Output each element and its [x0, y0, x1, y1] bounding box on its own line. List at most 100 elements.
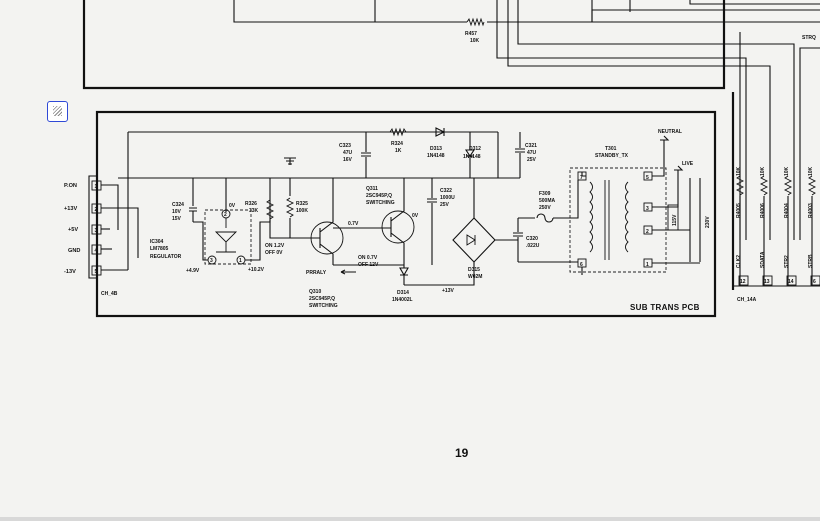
r325-ref: R325 — [296, 201, 308, 207]
c321-v2: 25V — [527, 157, 537, 163]
internal-wiring — [101, 127, 701, 286]
signal-13v: +13V — [64, 206, 77, 212]
q311-0v: 0V — [412, 213, 419, 219]
c323-ref: C323 — [339, 143, 351, 149]
q311-desc: SWITCHING — [366, 200, 395, 206]
signal-5v: +5V — [68, 227, 78, 233]
d315-ref: D315 — [468, 267, 480, 273]
ic-pin-1: 1 — [239, 258, 242, 264]
c323-v2: 16V — [343, 157, 353, 163]
t301-pin-6: 6 — [580, 262, 583, 268]
connector-name: CH_4B — [101, 291, 118, 297]
r4005-value: 10K — [736, 166, 742, 176]
r4006-ref: R4006 — [760, 203, 766, 218]
q310-part: 2SC945P,Q — [309, 296, 335, 302]
d313-part: 1N4148 — [427, 153, 445, 159]
r457-label: R457 — [465, 31, 477, 37]
plus13v-label: +13V — [442, 288, 454, 294]
q310-ref: Q310 — [309, 289, 321, 295]
r326-value: 33K — [249, 208, 259, 214]
pcb-title: SUB TRANS PCB — [630, 303, 700, 312]
r4003-pin: 6 — [813, 279, 816, 285]
d313-ref: D313 — [430, 146, 442, 152]
c324-v1: 10V — [172, 209, 182, 215]
r324-value: 1K — [395, 148, 402, 154]
t301-pin-1: 1 — [646, 262, 649, 268]
r4005-signal: CLK2 — [736, 255, 742, 268]
r4003-value: 10K — [808, 166, 814, 176]
ic-4p9v: +4.9V — [186, 268, 200, 274]
ic304-desc: REGULATOR — [150, 254, 182, 260]
t301-desc: STANDBY_TX — [595, 153, 629, 159]
c321-v1: 47U — [527, 150, 537, 156]
q310-off: OFF 0V — [265, 250, 283, 256]
crop-select-icon[interactable] — [47, 101, 68, 122]
neutral-label: NEUTRAL — [658, 129, 682, 135]
r4006-pin: 13 — [764, 279, 770, 285]
d314-part: 1N4002L — [392, 297, 413, 303]
r325-value: 100K — [296, 208, 308, 214]
t301-pin-5: 5 — [646, 175, 649, 181]
r324-ref: R324 — [391, 141, 403, 147]
c320-ref: C320 — [526, 236, 538, 242]
c322-v1: 1000U — [440, 195, 455, 201]
ic-0v: 0V — [229, 203, 236, 209]
r4006-signal: SDATA — [760, 251, 766, 268]
r4005-pin: 12 — [740, 279, 746, 285]
ic304-ref: IC304 — [150, 239, 164, 245]
ic304-part: LM7805 — [150, 246, 169, 252]
r4004-pin: 14 — [788, 279, 794, 285]
r4005-ref: R4005 — [736, 203, 742, 218]
c322-ref: C322 — [440, 188, 452, 194]
connector-ch4b: 1 2 3 4 5 P.ON +13V +5V GND -13V CH_4B — [64, 175, 118, 297]
d312-part: 1N4148 — [463, 154, 481, 160]
component-labels: C324 10V 15V IC304 LM7805 REGULATOR 2 1 … — [150, 129, 711, 309]
q310-on: ON 1.2V — [265, 243, 285, 249]
r4003-ref: R4003 — [808, 203, 814, 218]
q311-off: OFF 12V — [358, 262, 379, 268]
d314-ref: D314 — [397, 290, 409, 296]
strq-label: STRQ — [802, 35, 816, 41]
q311-part: 2SC945P,Q — [366, 193, 392, 199]
r4004-value: 10K — [784, 166, 790, 176]
bottom-scroll-edge — [0, 517, 820, 521]
prally-label: PRRALY — [306, 270, 327, 276]
d312-ref: D312 — [469, 146, 481, 152]
r4004-ref: R4004 — [784, 203, 790, 218]
t301-pin-2: 2 — [646, 229, 649, 235]
v115-label: 115V — [672, 214, 678, 226]
page-number: 19 — [455, 446, 469, 460]
r457-value: 10K — [470, 38, 480, 44]
f309-rating: 500MA — [539, 198, 556, 204]
v230-label: 230V — [705, 216, 711, 228]
connector-ch14a: 10K R4005 CLK2 12 10K R4006 SDATA 13 10K… — [731, 92, 820, 303]
ch14a-name: CH_14A — [737, 297, 757, 303]
r326-ref: R326 — [245, 201, 257, 207]
voltage-0p7v: 0.7V — [348, 221, 359, 227]
signal-pon: P.ON — [64, 183, 77, 189]
q311-on: ON 0.7V — [358, 255, 378, 261]
pcb-border — [95, 110, 717, 318]
q310-desc: SWITCHING — [309, 303, 338, 309]
c322-v2: 25V — [440, 202, 450, 208]
t301-ref: T301 — [605, 146, 617, 152]
ic-pin-3: 3 — [210, 258, 213, 264]
signal-gnd: GND — [68, 248, 80, 254]
ic-10p2v: +10.2V — [248, 267, 265, 273]
top-wiring: R457 10K STRQ — [82, 0, 820, 240]
d315-part: W02M — [468, 274, 482, 280]
c320-value: .022U — [526, 243, 540, 249]
t301-pin-7: 7 — [580, 175, 583, 181]
r4006-value: 10K — [760, 166, 766, 176]
r4004-signal: STR2 — [784, 255, 790, 268]
c324-v2: 15V — [172, 216, 182, 222]
c324-ref: C324 — [172, 202, 184, 208]
q311-ref: Q311 — [366, 186, 378, 192]
r4003-signal: STRB — [808, 254, 814, 268]
f309-ref: F309 — [539, 191, 551, 197]
c321-ref: C321 — [525, 143, 537, 149]
t301-pin-3: 3 — [646, 206, 649, 212]
f309-voltage: 250V — [539, 205, 551, 211]
